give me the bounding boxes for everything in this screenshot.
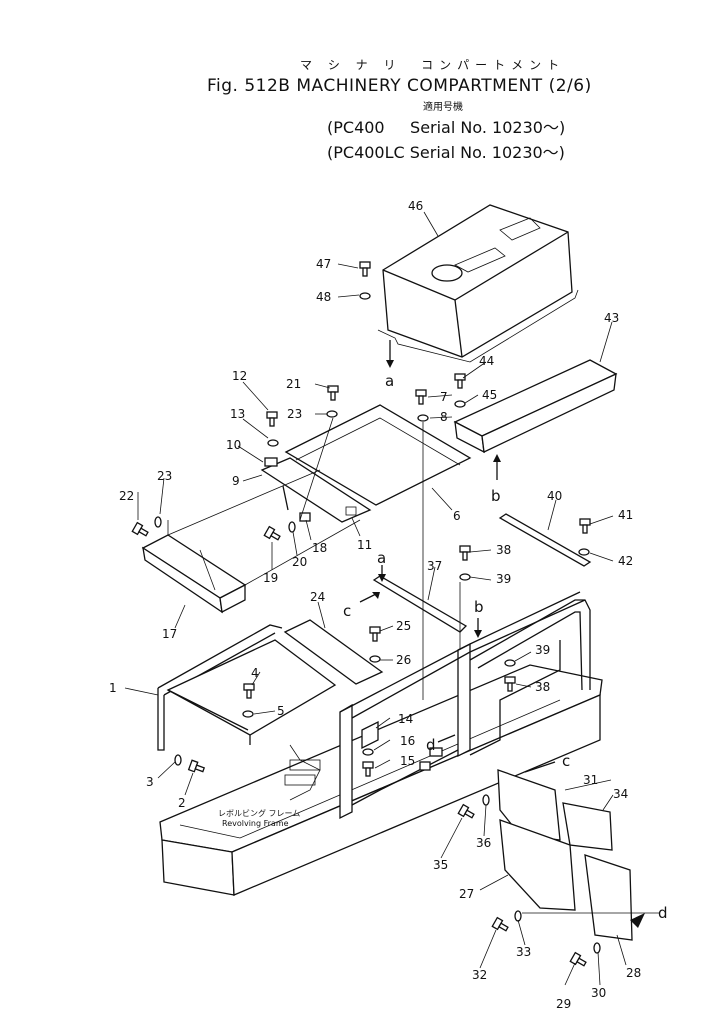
part-label-38b: 38	[535, 680, 550, 694]
part-label-10: 10	[226, 438, 241, 452]
part-label-41: 41	[618, 508, 633, 522]
part-label-30: 30	[591, 986, 606, 1000]
part-label-6: 6	[453, 509, 461, 523]
part-label-34: 34	[613, 787, 628, 801]
bar-37	[372, 575, 468, 633]
part-label-24: 24	[310, 590, 325, 604]
serial-line-1: (PC400 Serial No. 10230～)	[327, 118, 566, 137]
ref-letter-d-frame: d	[426, 736, 436, 754]
part-label-18: 18	[312, 541, 327, 555]
part-label-29: 29	[556, 997, 571, 1011]
part-label-1: 1	[109, 681, 117, 695]
part-label-38a: 38	[496, 543, 511, 557]
part-label-28: 28	[626, 966, 641, 980]
ref-letter-b-frame: b	[474, 598, 484, 616]
revolving-frame	[159, 664, 603, 896]
part-label-11: 11	[357, 538, 372, 552]
leader-lines	[124, 211, 627, 986]
ref-letter-a-bar: a	[377, 549, 386, 567]
part-label-33: 33	[516, 945, 531, 959]
ref-letter-a-top: a	[385, 372, 394, 390]
frame-label-english: Revolving Frame	[222, 819, 289, 828]
part-label-36: 36	[476, 836, 491, 850]
part-label-27: 27	[459, 887, 474, 901]
japanese-title: マ シ ナ リ コンパートメント	[300, 58, 566, 72]
part-label-3: 3	[146, 775, 154, 789]
figure-title: Fig. 512B MACHINERY COMPARTMENT (2/6)	[207, 76, 592, 96]
part-label-20: 20	[292, 555, 307, 569]
part-label-8: 8	[440, 410, 448, 424]
reference-arrows	[359, 340, 645, 928]
part-label-25: 25	[396, 619, 411, 633]
plate-24	[283, 619, 384, 685]
part-label-21: 21	[286, 377, 301, 391]
part-label-16: 16	[400, 734, 415, 748]
part-label-5: 5	[277, 704, 285, 718]
part-label-31: 31	[583, 773, 598, 787]
part-label-37: 37	[427, 559, 442, 573]
part-label-45: 45	[482, 388, 497, 402]
part-label-46: 46	[408, 199, 423, 213]
part-label-9: 9	[232, 474, 240, 488]
part-label-17: 17	[162, 627, 177, 641]
ref-letter-c-panel: c	[562, 752, 570, 770]
part-label-19: 19	[263, 571, 278, 585]
ref-letter-b-cover: b	[491, 487, 501, 505]
part-label-12: 12	[232, 369, 247, 383]
part-label-32: 32	[472, 968, 487, 982]
side-panels	[497, 769, 633, 941]
part-label-23b: 23	[287, 407, 302, 421]
part-label-39b: 39	[535, 643, 550, 657]
part-label-13: 13	[230, 407, 245, 421]
part-label-35: 35	[433, 858, 448, 872]
part-number-labels: 1 2 3 4 5 6 7 8 9 10 11 12 13 14 15 16 1…	[109, 199, 641, 1011]
part-label-22: 22	[119, 489, 134, 503]
part-label-7: 7	[440, 390, 448, 404]
serial-line-2: (PC400LC Serial No. 10230～)	[327, 143, 565, 162]
part-label-42: 42	[618, 554, 633, 568]
part-label-47: 47	[316, 257, 331, 271]
bracket-9	[260, 457, 372, 523]
guide-lines	[167, 417, 660, 914]
part-label-2: 2	[178, 796, 186, 810]
part-label-26: 26	[396, 653, 411, 667]
part-17-box	[141, 520, 247, 614]
part-label-4: 4	[251, 666, 259, 680]
applicable-model-label: 適用号機	[423, 102, 463, 113]
hood-46	[377, 204, 579, 363]
part-label-48: 48	[316, 290, 331, 304]
part-label-44: 44	[479, 354, 494, 368]
cover-43	[453, 359, 618, 454]
ref-letter-c-frame: c	[343, 602, 351, 620]
bar-40	[498, 513, 592, 567]
frame-label-japanese: レボルビング フレーム	[218, 808, 300, 818]
fasteners	[131, 261, 601, 967]
part-label-40: 40	[547, 489, 562, 503]
part-label-14: 14	[398, 712, 413, 726]
part-label-15: 15	[400, 754, 415, 768]
part-label-23a: 23	[157, 469, 172, 483]
reference-letter-labels: a a b b c c d d	[343, 372, 668, 922]
ref-letter-d-panel: d	[658, 904, 668, 922]
part-label-43: 43	[604, 311, 619, 325]
part-label-39a: 39	[496, 572, 511, 586]
